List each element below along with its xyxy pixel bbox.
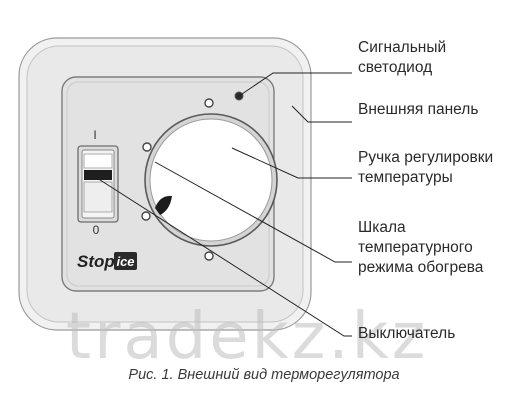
svg-text:Stop: Stop bbox=[77, 252, 115, 271]
label-signal-led: Сигнальный светодиод bbox=[358, 39, 447, 76]
label-switch: Выключатель bbox=[358, 325, 456, 342]
label-scale: Шкала температурного режима обогрева bbox=[358, 219, 484, 276]
switch-on-mark: I bbox=[93, 128, 96, 142]
svg-text:ice: ice bbox=[116, 254, 134, 269]
power-switch[interactable] bbox=[77, 145, 119, 223]
temperature-scale bbox=[141, 98, 214, 261]
label-knob: Ручка регулировки температуры bbox=[358, 149, 494, 186]
stopice-logo: Stop ice bbox=[77, 252, 137, 271]
switch-off-mark: 0 bbox=[93, 223, 100, 237]
label-outer-panel: Внешняя панель bbox=[358, 101, 479, 118]
leader-lines bbox=[96, 72, 352, 337]
figure-caption: Рис. 1. Внешний вид терморегулятора bbox=[128, 367, 400, 383]
watermark: tradekz.kz bbox=[66, 300, 429, 374]
temperature-knob[interactable] bbox=[144, 113, 278, 247]
